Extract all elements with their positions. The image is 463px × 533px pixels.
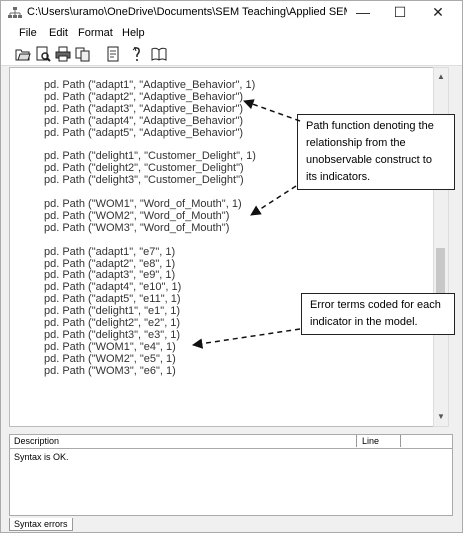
menu-help[interactable]: Help	[122, 27, 145, 39]
code-line: pd. Path ("WOM2", "e5", 1)	[44, 352, 176, 365]
code-line: pd. Path ("adapt2", "Adaptive_Behavior")	[44, 90, 244, 103]
code-line: pd. Path ("adapt1", "e7", 1)	[44, 245, 176, 258]
copy-icon[interactable]	[75, 46, 91, 62]
print-preview-icon[interactable]	[35, 46, 51, 62]
code-line: pd. Path ("adapt4", "e10", 1)	[44, 281, 182, 294]
code-line: pd. Path ("WOM3", "e6", 1)	[44, 364, 176, 377]
callout-path-function: Path function denoting the relationship …	[297, 114, 455, 190]
callout-error-terms: Error terms coded for each indicator in …	[301, 293, 455, 335]
menu-bar: File Edit Format Help	[1, 25, 462, 43]
code-line: pd. Path ("adapt5", "e11", 1)	[44, 293, 181, 306]
open-folder-icon[interactable]	[15, 46, 31, 62]
code-line: pd. Path ("adapt1", "Adaptive_Behavior",…	[44, 79, 256, 91]
help-arrow-icon[interactable]	[129, 46, 145, 62]
code-line: pd. Path ("delight2", "Customer_Delight"…	[44, 162, 244, 175]
book-icon[interactable]	[151, 46, 167, 62]
maximize-button[interactable]: ☐	[393, 4, 407, 20]
window-title: C:\Users\uramo\OneDrive\Documents\SEM Te…	[27, 6, 347, 18]
code-line: pd. Path ("adapt4", "Adaptive_Behavior")	[44, 114, 244, 127]
scroll-down-icon[interactable]: ▼	[437, 412, 445, 421]
line-column-header[interactable]: Line	[362, 436, 380, 446]
close-button[interactable]: ✕	[432, 4, 444, 20]
status-message: Syntax is OK.	[14, 452, 69, 462]
menu-edit[interactable]: Edit	[49, 27, 68, 39]
code-line: pd. Path ("delight1", "Customer_Delight"…	[44, 150, 256, 163]
menu-file[interactable]: File	[19, 27, 37, 39]
tab-syntax-errors[interactable]: Syntax errors	[9, 518, 73, 531]
app-icon	[8, 7, 22, 18]
code-line: pd. Path ("adapt3", "e9", 1)	[44, 269, 176, 282]
print-icon[interactable]	[55, 46, 71, 62]
code-line: pd. Path ("adapt5", "Adaptive_Behavior")	[44, 126, 244, 139]
code-line: pd. Path ("WOM3", "Word_of_Mouth")	[44, 221, 230, 234]
menu-format[interactable]: Format	[78, 27, 113, 39]
description-column-header[interactable]: Description	[14, 436, 60, 446]
messages-panel: Syntax is OK.	[9, 448, 453, 516]
code-line: pd. Path ("WOM1", "e4", 1)	[44, 340, 176, 353]
column-divider	[400, 435, 401, 447]
code-line: pd. Path ("adapt3", "Adaptive_Behavior")	[44, 102, 244, 115]
title-bar[interactable]: C:\Users\uramo\OneDrive\Documents\SEM Te…	[1, 1, 462, 25]
scroll-up-icon[interactable]: ▲	[437, 72, 445, 81]
code-line: pd. Path ("delight3", "e3", 1)	[44, 328, 181, 341]
toolbar	[1, 43, 462, 66]
code-line: pd. Path ("delight3", "Customer_Delight"…	[44, 174, 244, 187]
code-line: pd. Path ("delight1", "e1", 1)	[44, 305, 181, 318]
code-line: pd. Path ("delight2", "e2", 1)	[44, 317, 181, 329]
minimize-button[interactable]: —	[356, 4, 370, 20]
scroll-thumb[interactable]	[436, 248, 445, 308]
description-header: Description Line	[9, 434, 453, 449]
code-line: pd. Path ("WOM1", "Word_of_Mouth", 1)	[44, 198, 242, 210]
column-divider	[356, 435, 357, 447]
code-line: pd. Path ("adapt2", "e8", 1)	[44, 257, 176, 270]
code-line: pd. Path ("WOM2", "Word_of_Mouth")	[44, 209, 230, 222]
document-icon[interactable]	[105, 46, 121, 62]
